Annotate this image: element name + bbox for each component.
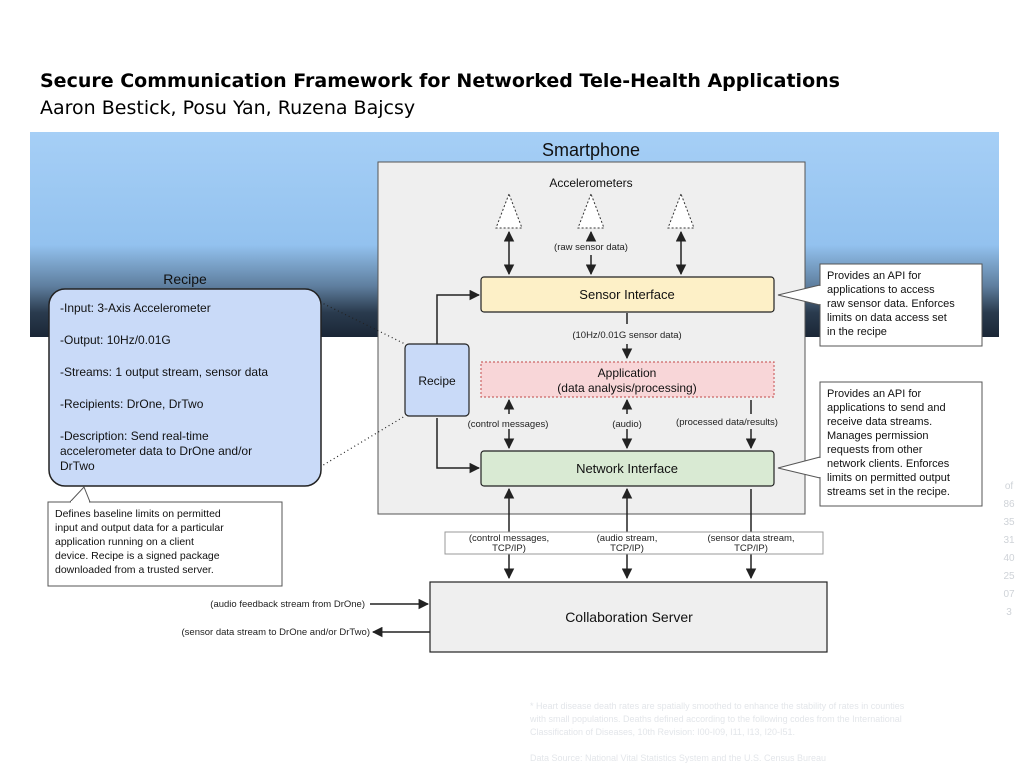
footnote-line: * Heart disease death rates are spatiall… — [530, 701, 905, 711]
faded-number: 3 — [1006, 607, 1012, 618]
faded-number: 35 — [1003, 517, 1015, 528]
network-note-line: streams set in the recipe. — [827, 486, 950, 498]
recipe-note-line: application running on a client — [55, 536, 194, 548]
audio-feedback-label: (audio feedback stream from DrOne) — [210, 599, 365, 610]
recipe-description: -Description: Send real-time — [60, 429, 209, 443]
sensor-note-line: limits on data access set — [827, 312, 947, 324]
recipe-recipients: -Recipients: DrOne, DrTwo — [60, 397, 204, 411]
channel-label-strip — [444, 531, 824, 555]
recipe-note — [47, 501, 283, 587]
network-note-line: applications to send and — [827, 402, 946, 414]
raw-sensor-label: (raw sensor data) — [554, 242, 628, 253]
faded-number: 25 — [1003, 571, 1015, 582]
control-messages-label: (control messages) — [468, 419, 549, 430]
channel-control-label: (control messages, — [469, 533, 549, 544]
network-note-line: requests from other — [827, 444, 923, 456]
network-note-line: Manages permission — [827, 430, 929, 442]
accelerometer-icon — [495, 192, 523, 229]
sensor-note — [819, 263, 983, 347]
faded-number: 07 — [1003, 589, 1015, 600]
recipe-note-line: downloaded from a trusted server. — [55, 564, 214, 576]
sensor-data-label: (10Hz/0.01G sensor data) — [572, 330, 681, 341]
network-note-line: limits on permitted output — [827, 472, 950, 484]
recipe-output: -Output: 10Hz/0.01G — [60, 333, 171, 347]
network-note — [819, 381, 983, 507]
sensor-note-line: in the recipe — [827, 326, 887, 338]
footnote-line: with small populations. Deaths defined a… — [530, 714, 902, 724]
recipe-panel — [48, 288, 322, 487]
collaboration-server-label: Collaboration Server — [565, 609, 693, 625]
sensor-note-line: Provides an API for — [827, 270, 921, 282]
application-title: Application — [598, 366, 657, 380]
processed-data-label: (processed data/results) — [676, 417, 778, 428]
network-interface-label: Network Interface — [576, 461, 678, 476]
collaboration-server-box — [429, 581, 828, 653]
recipe-description: DrTwo — [60, 459, 95, 473]
faded-footnote: * Heart disease death rates are spatiall… — [530, 700, 1000, 765]
accelerometers-label: Accelerometers — [549, 176, 632, 190]
recipe-streams: -Streams: 1 output stream, sensor data — [60, 365, 268, 379]
sensor-interface-box — [480, 276, 775, 313]
accelerometer-icon — [577, 192, 605, 229]
faded-number: 86 — [1003, 499, 1015, 510]
channel-audio-label: (audio stream, — [597, 533, 658, 544]
channel-audio-label: TCP/IP) — [610, 543, 644, 554]
network-note-line: network clients. Enforces — [827, 458, 950, 470]
channel-control-label: TCP/IP) — [492, 543, 526, 554]
recipe-network-arrow — [436, 418, 481, 474]
recipe-description: accelerometer data to DrOne and/or — [60, 444, 252, 458]
footnote-line — [530, 739, 1000, 752]
footnote-line: Classification of Diseases, 10th Revisio… — [530, 727, 795, 737]
sensor-interface-label: Sensor Interface — [579, 287, 674, 302]
smartphone-label: Smartphone — [542, 140, 640, 160]
sensor-note-line: raw sensor data. Enforces — [827, 298, 955, 310]
channel-sensor-label: TCP/IP) — [734, 543, 768, 554]
slide-title: Secure Communication Framework for Netwo… — [40, 70, 840, 92]
faded-number: 40 — [1003, 553, 1015, 564]
sensor-note-line: applications to access — [827, 284, 935, 296]
faded-number: 31 — [1003, 535, 1015, 546]
recipe-input: -Input: 3-Axis Accelerometer — [60, 301, 211, 315]
audio-label: (audio) — [612, 419, 642, 430]
architecture-figure: Smartphone Accelerometers (raw sensor da… — [30, 132, 999, 665]
network-note-line: receive data streams. — [827, 416, 932, 428]
architecture-diagram: Smartphone Accelerometers (raw sensor da… — [30, 132, 999, 665]
network-interface-box — [480, 450, 775, 487]
faded-side-numbers: of 86 35 31 40 25 07 3 — [996, 478, 1022, 622]
sensor-stream-out-label: (sensor data stream to DrOne and/or DrTw… — [182, 627, 371, 638]
recipe-note-line: Defines baseline limits on permitted — [55, 508, 221, 520]
channel-sensor-label: (sensor data stream, — [707, 533, 794, 544]
recipe-note-line: input and output data for a particular — [55, 522, 224, 534]
recipe-panel-title: Recipe — [163, 271, 207, 287]
application-subtitle: (data analysis/processing) — [557, 381, 696, 395]
application-box — [480, 361, 775, 398]
slide-authors: Aaron Bestick, Posu Yan, Ruzena Bajcsy — [40, 97, 416, 119]
footnote-line: Data Source: National Vital Statistics S… — [530, 753, 826, 763]
recipe-zoom-line — [319, 415, 406, 468]
recipe-note-line: device. Recipe is a signed package — [55, 550, 220, 562]
faded-number: of — [1004, 481, 1014, 492]
slide-heading: Secure Communication Framework for Netwo… — [40, 68, 1000, 122]
accelerometer-icon — [667, 192, 695, 229]
network-note-line: Provides an API for — [827, 388, 921, 400]
recipe-box — [404, 343, 470, 417]
recipe-box-label: Recipe — [418, 374, 456, 388]
